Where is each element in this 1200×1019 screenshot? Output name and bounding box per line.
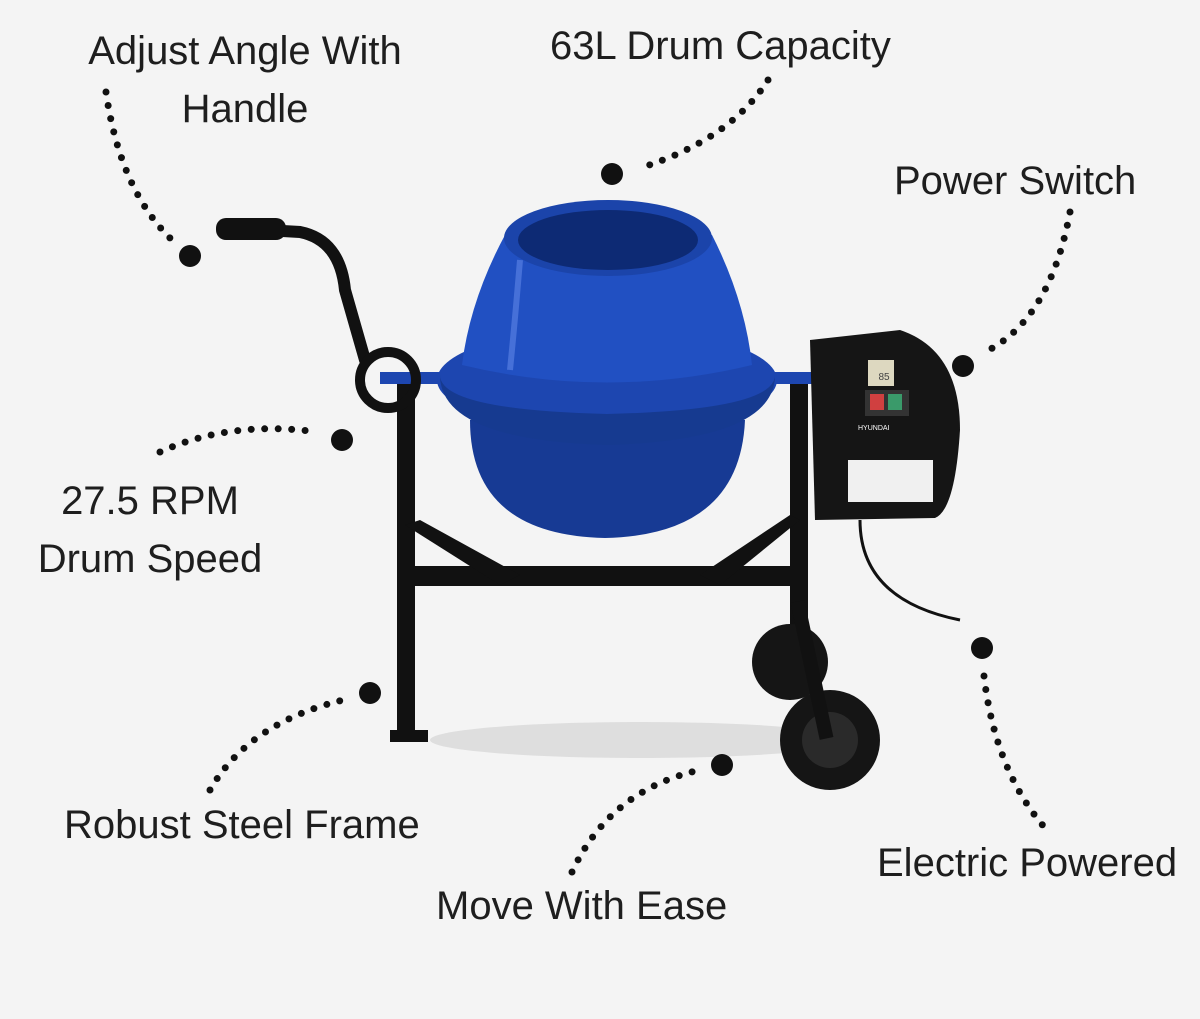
callout-leaders	[102, 76, 1074, 876]
dot-drum-capacity	[601, 163, 623, 185]
dot-drum-speed	[331, 429, 353, 451]
leader-electric	[980, 672, 1049, 832]
dot-adjust-angle	[179, 245, 201, 267]
brand-label: HYUNDAI	[858, 425, 890, 432]
callout-power-switch: Power Switch	[894, 159, 1137, 203]
dot-move-ease	[711, 754, 733, 776]
callout-electric: Electric Powered	[877, 841, 1178, 885]
display-reading: 85	[878, 372, 890, 383]
leader-power-switch	[981, 208, 1074, 356]
callout-drum-speed-line1: 27.5 RPM	[61, 479, 239, 523]
callout-adjust-angle-line1: Adjust Angle With	[88, 29, 402, 73]
wheels	[752, 600, 880, 790]
callout-drum-speed: 27.5 RPM Drum Speed	[20, 472, 280, 588]
tilt-handle	[216, 218, 421, 413]
dot-power-switch	[952, 355, 974, 377]
drum	[437, 200, 777, 538]
callout-adjust-angle-line2: Handle	[181, 87, 309, 131]
callout-adjust-angle: Adjust Angle With Handle	[70, 22, 420, 138]
leader-move-ease	[568, 766, 704, 876]
dot-steel-frame	[359, 682, 381, 704]
callout-steel-frame: Robust Steel Frame	[64, 803, 420, 847]
leader-steel-frame	[206, 694, 356, 794]
callout-drum-speed-line2: Drum Speed	[37, 537, 263, 581]
leader-drum-capacity	[636, 76, 772, 172]
motor-box	[810, 330, 961, 622]
leader-adjust-angle	[102, 88, 176, 244]
dot-electric	[971, 637, 993, 659]
floor-shadow	[430, 722, 850, 758]
callout-move-ease: Move With Ease	[436, 884, 728, 928]
leader-drum-speed	[156, 425, 322, 456]
callout-drum-capacity: 63L Drum Capacity	[550, 24, 891, 68]
